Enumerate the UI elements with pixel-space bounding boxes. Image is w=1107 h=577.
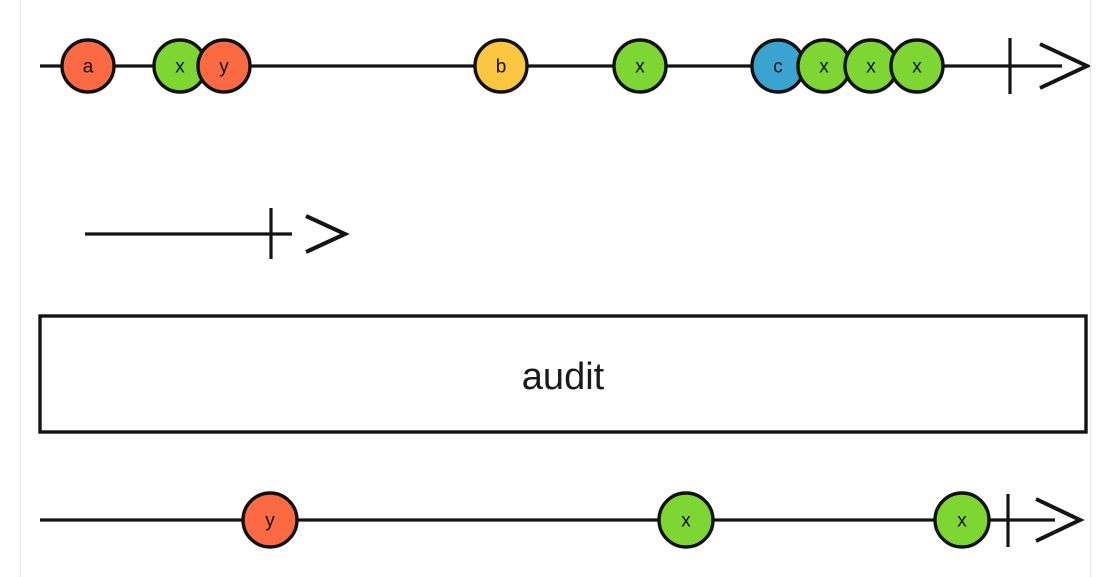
top-timeline-node-y-2[interactable]: y — [196, 38, 252, 94]
bottom-timeline-node-y-0[interactable]: y — [241, 491, 299, 549]
node-circle-x[interactable] — [933, 491, 991, 549]
top-timeline-node-c-5[interactable]: c — [750, 38, 806, 94]
top-timeline-node-x-8[interactable]: x — [889, 38, 945, 94]
bottom-timeline-arrow-head — [1035, 497, 1085, 543]
node-circle-x[interactable] — [657, 491, 715, 549]
node-circle-b[interactable] — [473, 38, 529, 94]
node-circle-x[interactable] — [796, 38, 852, 94]
node-circle-x[interactable] — [612, 38, 668, 94]
top-timeline-node-x-6[interactable]: x — [796, 38, 852, 94]
node-circle-a[interactable] — [60, 38, 116, 94]
top-timeline-node-x-4[interactable]: x — [612, 38, 668, 94]
middle-timeline — [85, 208, 350, 259]
left-margin-rule — [20, 0, 21, 577]
audit-box-rect[interactable] — [38, 314, 1088, 434]
top-timeline-node-b-3[interactable]: b — [473, 38, 529, 94]
audit-box-label: audit — [522, 356, 605, 398]
audit-box[interactable]: audit — [38, 314, 1088, 434]
node-circle-x[interactable] — [843, 38, 899, 94]
node-circle-x[interactable] — [889, 38, 945, 94]
bottom-timeline-node-x-1[interactable]: x — [657, 491, 715, 549]
top-timeline-node-x-7[interactable]: x — [843, 38, 899, 94]
top-timeline-node-a-0[interactable]: a — [60, 38, 116, 94]
node-circle-c[interactable] — [750, 38, 806, 94]
bottom-timeline-node-x-2[interactable]: x — [933, 491, 991, 549]
right-margin-rule — [1090, 0, 1091, 577]
node-circle-y[interactable] — [196, 38, 252, 94]
top-timeline-arrow-head — [1039, 42, 1092, 90]
boxes-layer: audit — [38, 314, 1088, 434]
node-circle-y[interactable] — [241, 491, 299, 549]
middle-timeline-arrow-head — [305, 214, 350, 254]
